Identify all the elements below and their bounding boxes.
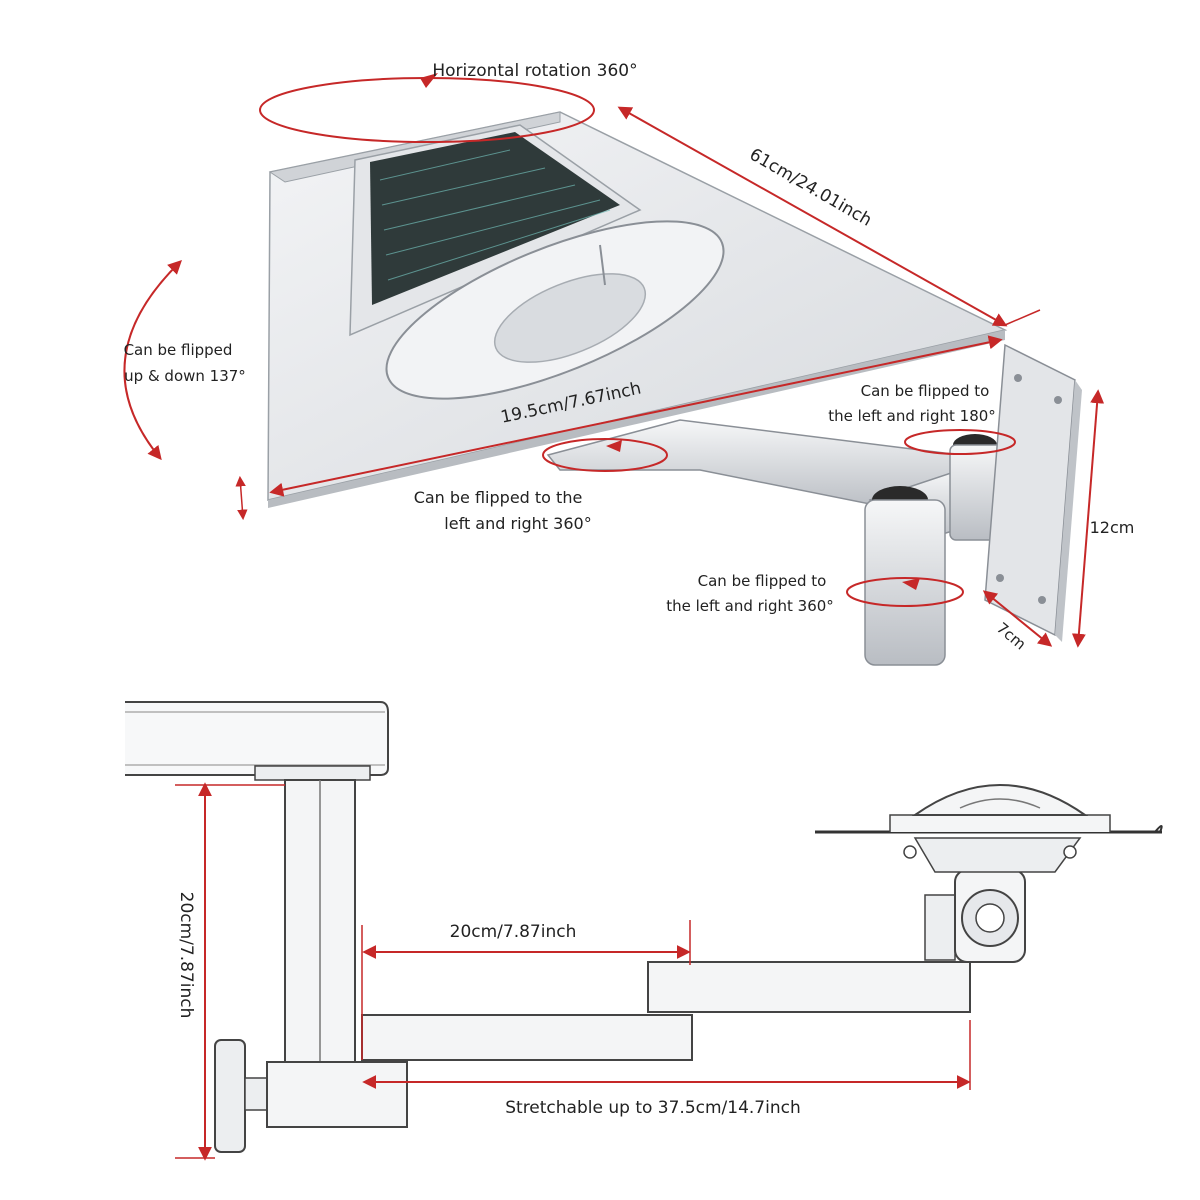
- height-dimension-line: [1071, 389, 1105, 648]
- side-view-drawing: 20cm/7.87inch 20cm/7.87inch Stretchable …: [125, 701, 1163, 1161]
- mount-clamp-top: [254, 765, 371, 781]
- keyboard: [349, 124, 642, 337]
- joint1-rotation-ellipse: [542, 438, 668, 472]
- joint3-label-line2: the left and right 360°: [666, 597, 834, 615]
- lower-arm-segment: [361, 1014, 693, 1061]
- joint1-label-line2: left and right 360°: [444, 514, 591, 533]
- isometric-view: Horizontal rotation 360° 61cm/24.01inch …: [123, 61, 1135, 666]
- upper-arm-segment: [647, 961, 971, 1013]
- adjustment-knob[interactable]: [214, 1039, 246, 1153]
- mouse-side: [911, 784, 1089, 816]
- stretch-label: Stretchable up to 37.5cm/14.7inch: [505, 1098, 801, 1118]
- tilt-label-line1: Can be flipped: [124, 341, 233, 359]
- joint2-label-line2: the left and right 180°: [828, 407, 996, 425]
- tilt-arc: [123, 260, 182, 461]
- vertical-label: 20cm/7.87inch: [176, 892, 196, 1019]
- rotation-arrow: [420, 73, 438, 88]
- tilt-label-line2: up & down 137°: [124, 367, 246, 385]
- thickness-dimension: [235, 475, 248, 521]
- joint1-label-line1: Can be flipped to the: [414, 488, 583, 507]
- joint2-label-line1: Can be flipped to: [861, 382, 990, 400]
- joint3-label-line1: Can be flipped to: [698, 572, 827, 590]
- rotation-label: Horizontal rotation 360°: [432, 61, 637, 81]
- rotation-ellipse: [259, 77, 595, 143]
- width-dimension-line: [269, 335, 1003, 497]
- joint2-rotation-ellipse: [904, 429, 1016, 455]
- arm-length-label: 20cm/7.87inch: [450, 922, 577, 942]
- height-label: 12cm: [1090, 518, 1135, 537]
- length-dimension-line: [617, 106, 1008, 327]
- depth-dimension-line: [982, 590, 1053, 647]
- tray-bracket: [913, 837, 1082, 873]
- base-block: [266, 1061, 408, 1128]
- support-arm: [546, 419, 1006, 666]
- desk-surface: [125, 701, 389, 776]
- joint3-rotation-ellipse: [846, 577, 964, 607]
